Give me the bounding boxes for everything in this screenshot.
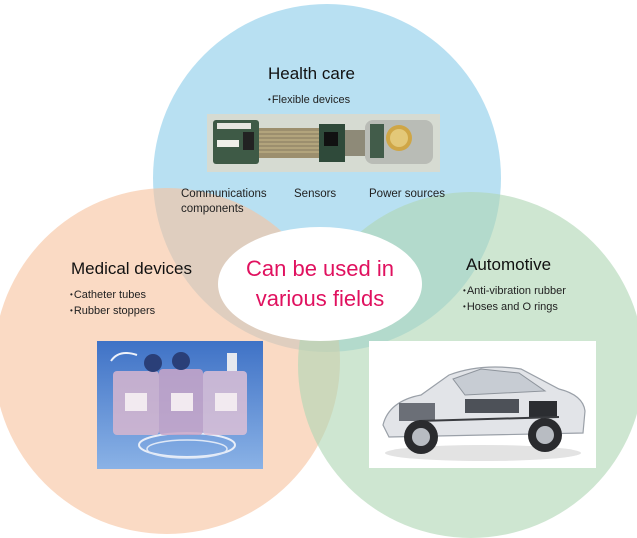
communications-components-label: Communications components bbox=[181, 187, 281, 217]
component-label-text: Communications components bbox=[181, 188, 267, 215]
power-sources-label: Power sources bbox=[369, 188, 446, 200]
medical-devices-bullet: Catheter tubes bbox=[70, 287, 155, 303]
medical-devices-bullet: Rubber stoppers bbox=[70, 303, 155, 319]
medical-devices-title: Medical devices bbox=[71, 259, 192, 278]
automotive-bullet: Anti-vibration rubber bbox=[463, 283, 566, 299]
medical-bags-illustration bbox=[97, 341, 263, 469]
flexible-devices-photo bbox=[207, 114, 440, 172]
automotive-bullet: Hoses and O rings bbox=[463, 299, 566, 315]
automotive-title: Automotive bbox=[466, 255, 552, 274]
flexible-device-illustration bbox=[207, 114, 440, 172]
sensors-label: Sensors bbox=[294, 188, 337, 200]
automotive-photo bbox=[369, 341, 596, 468]
medical-devices-photo bbox=[97, 341, 263, 469]
health-care-bullet: Flexible devices bbox=[268, 92, 350, 108]
health-care-bullets: Flexible devices bbox=[268, 92, 350, 108]
medical-devices-bullets: Catheter tubes Rubber stoppers bbox=[70, 287, 155, 319]
center-ellipse: Can be used in various fields bbox=[218, 227, 422, 341]
car-cutaway-illustration bbox=[369, 341, 596, 468]
automotive-bullets: Anti-vibration rubber Hoses and O rings bbox=[463, 283, 566, 315]
center-label: Can be used in various fields bbox=[246, 256, 394, 311]
health-care-title: Health care bbox=[268, 64, 355, 83]
